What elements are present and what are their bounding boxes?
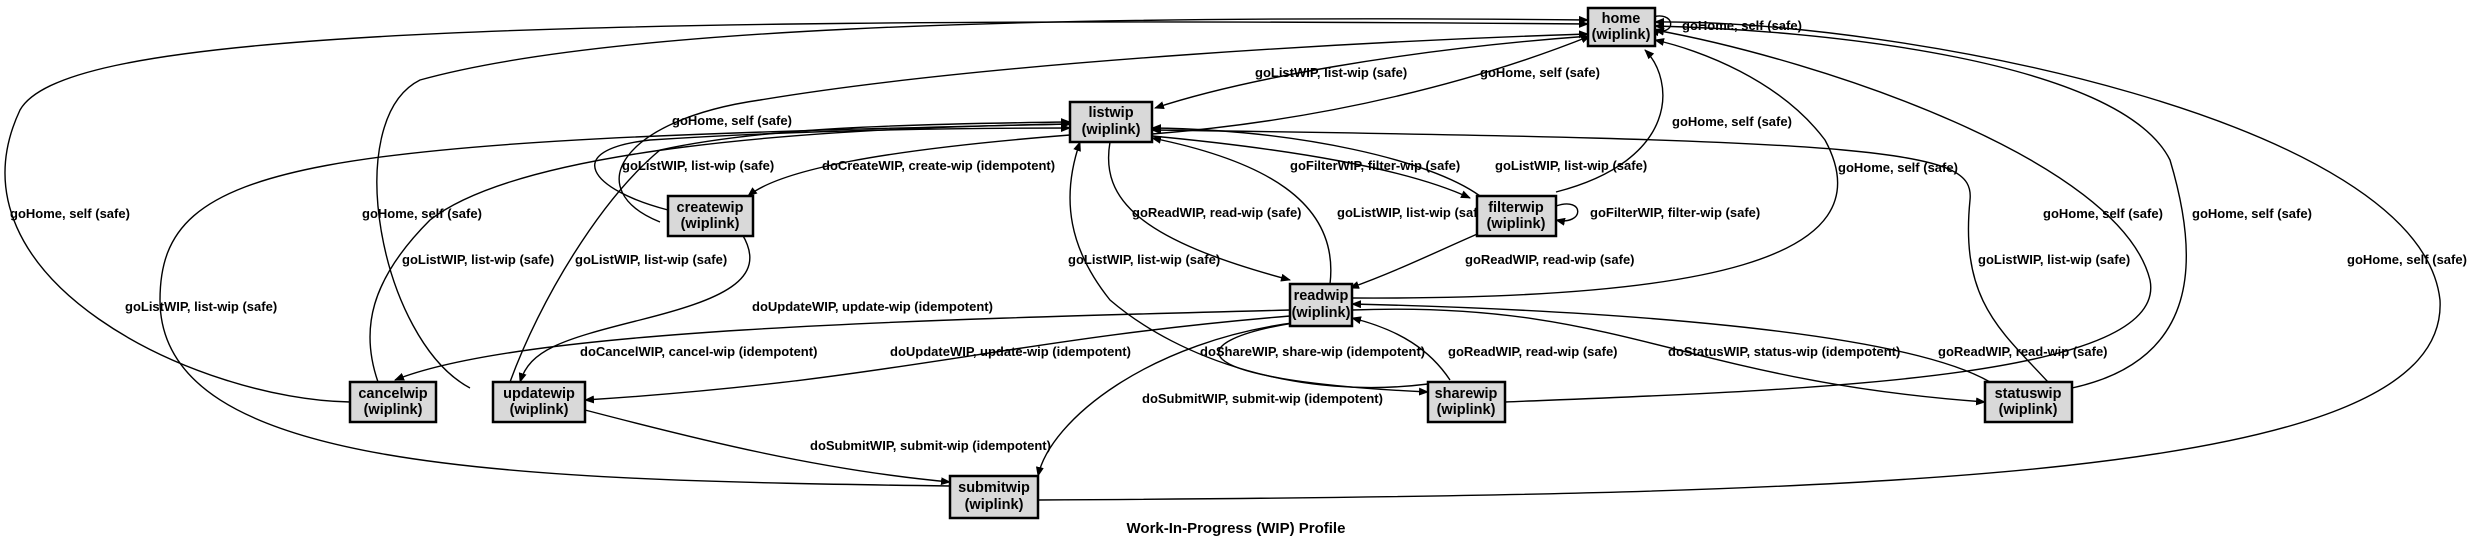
edge-label: goListWIP, list-wip (safe) [1495, 158, 1647, 173]
edge-createwip-to-updatewip[interactable]: doUpdateWIP, update-wip (idempotent) [518, 233, 993, 383]
edge-label: goListWIP, list-wip (safe) [1978, 252, 2130, 267]
edge-label: goHome, self (safe) [1672, 114, 1792, 129]
node-type: (wiplink) [1999, 402, 2058, 418]
edge-label: doCancelWIP, cancel-wip (idempotent) [580, 344, 817, 359]
node-name: listwip [1088, 105, 1133, 121]
edge-label: goHome, self (safe) [362, 206, 482, 221]
edge-label: goListWIP, list-wip (safe) [575, 252, 727, 267]
node-home[interactable]: home (wiplink) [1586, 6, 1657, 48]
edge-updatewip-to-submitwip[interactable]: doSubmitWIP, submit-wip (idempotent) [584, 409, 1051, 486]
edge-filterwip-to-readwip[interactable]: goReadWIP, read-wip (safe) [1349, 231, 1635, 289]
edge-statuswip-to-listwip[interactable]: goListWIP, list-wip (safe) [1151, 126, 2130, 383]
edge-home-to-listwip[interactable]: goListWIP, list-wip (safe) [1154, 35, 1591, 109]
node-filterwip[interactable]: filterwip (wiplink) [1475, 194, 1558, 238]
edge-listwip-to-home[interactable]: goHome, self (safe) [1151, 35, 1600, 135]
node-name: createwip [677, 200, 744, 216]
node-type: (wiplink) [681, 216, 740, 232]
edge-label: goReadWIP, read-wip (safe) [1938, 344, 2108, 359]
edge-label: goHome, self (safe) [2347, 252, 2467, 267]
edge-label: goListWIP, list-wip (safe) [402, 252, 554, 267]
edge-readwip-to-home[interactable]: goHome, self (safe) [1349, 38, 1958, 299]
edges: goHome, self (safe) goListWIP, list-wip … [4, 15, 2467, 501]
edge-label: goFilterWIP, filter-wip (safe) [1590, 205, 1760, 220]
node-submitwip[interactable]: submitwip (wiplink) [948, 474, 1040, 520]
edge-readwip-to-sharewip[interactable]: doShareWIP, share-wip (idempotent) [1200, 321, 1429, 396]
node-type: (wiplink) [510, 402, 569, 418]
edge-label: goHome, self (safe) [1480, 65, 1600, 80]
node-type: (wiplink) [1082, 122, 1141, 138]
node-type: (wiplink) [1592, 27, 1651, 43]
node-name: readwip [1294, 288, 1349, 304]
edge-readwip-to-statuswip[interactable]: doStatusWIP, status-wip (idempotent) [1351, 308, 1986, 406]
edge-label: goHome, self (safe) [672, 113, 792, 128]
edge-label: goListWIP, list-wip (safe) [622, 158, 774, 173]
nodes: home (wiplink) listwip (wiplink) createw… [348, 6, 2074, 520]
edge-label: doSubmitWIP, submit-wip (idempotent) [1142, 391, 1383, 406]
node-name: sharewip [1435, 386, 1498, 402]
node-name: statuswip [1995, 386, 2062, 402]
node-name: home [1602, 11, 1641, 27]
node-type: (wiplink) [364, 402, 423, 418]
node-name: updatewip [503, 386, 575, 402]
edge-label: goHome, self (safe) [1838, 160, 1958, 175]
edge-label: goHome, self (safe) [1682, 18, 1802, 33]
edge-listwip-to-createwip[interactable]: doCreateWIP, create-wip (idempotent) [747, 134, 1071, 197]
node-type: (wiplink) [965, 497, 1024, 513]
node-type: (wiplink) [1437, 402, 1496, 418]
edge-label: goFilterWIP, filter-wip (safe) [1290, 158, 1460, 173]
edge-label: goListWIP, list-wip (safe) [1068, 252, 1220, 267]
edge-label: goReadWIP, read-wip (safe) [1465, 252, 1635, 267]
edge-label: doSubmitWIP, submit-wip (idempotent) [810, 438, 1051, 453]
edge-sharewip-to-readwip[interactable]: goReadWIP, read-wip (safe) [1351, 316, 1618, 381]
node-type: (wiplink) [1292, 305, 1351, 321]
edge-cancelwip-to-home[interactable]: goHome, self (safe) [4, 19, 1589, 403]
edge-label: doStatusWIP, status-wip (idempotent) [1668, 344, 1900, 359]
edge-readwip-to-updatewip[interactable]: doUpdateWIP, update-wip (idempotent) [584, 315, 1291, 404]
edge-readwip-to-cancelwip[interactable]: doCancelWIP, cancel-wip (idempotent) [394, 309, 1291, 381]
edge-home-self[interactable]: goHome, self (safe) [1649, 15, 1802, 37]
node-name: submitwip [958, 480, 1030, 496]
edge-label: doUpdateWIP, update-wip (idempotent) [890, 344, 1131, 359]
edge-sharewip-to-home[interactable]: goHome, self (safe) [1504, 27, 2163, 403]
diagram-title: Work-In-Progress (WIP) Profile [1127, 520, 1346, 537]
edge-cancelwip-to-listwip[interactable]: goListWIP, list-wip (safe) [369, 120, 1071, 383]
edge-updatewip-to-listwip[interactable]: goListWIP, list-wip (safe) [509, 118, 1071, 383]
edge-label: doShareWIP, share-wip (idempotent) [1200, 344, 1425, 359]
edge-statuswip-to-readwip[interactable]: goReadWIP, read-wip (safe) [1351, 300, 2108, 383]
node-updatewip[interactable]: updatewip (wiplink) [491, 380, 587, 424]
edge-readwip-to-listwip[interactable]: goListWIP, list-wip (safe) [1151, 135, 1489, 285]
edge-label: goReadWIP, read-wip (safe) [1132, 205, 1302, 220]
node-statuswip[interactable]: statuswip (wiplink) [1983, 380, 2074, 424]
node-readwip[interactable]: readwip (wiplink) [1288, 282, 1354, 328]
edge-label: goListWIP, list-wip (safe) [1255, 65, 1407, 80]
edge-listwip-to-filterwip[interactable]: goFilterWIP, filter-wip (safe) [1151, 135, 1471, 199]
edge-filterwip-to-home[interactable]: goHome, self (safe) [1555, 49, 1792, 193]
node-name: filterwip [1488, 200, 1544, 216]
edge-filterwip-self[interactable]: goFilterWIP, filter-wip (safe) [1555, 203, 1760, 226]
node-sharewip[interactable]: sharewip (wiplink) [1426, 380, 1507, 424]
edge-submitwip-to-home[interactable]: goHome, self (safe) [1037, 17, 2467, 501]
edge-label: goListWIP, list-wip (safe) [125, 299, 277, 314]
edge-label: goHome, self (safe) [10, 206, 130, 221]
edge-label: goReadWIP, read-wip (safe) [1448, 344, 1618, 359]
node-type: (wiplink) [1487, 216, 1546, 232]
edge-submitwip-to-listwip[interactable]: goListWIP, list-wip (safe) [125, 120, 1071, 487]
edge-listwip-to-readwip[interactable]: goReadWIP, read-wip (safe) [1107, 141, 1302, 282]
node-createwip[interactable]: createwip (wiplink) [666, 194, 755, 238]
node-cancelwip[interactable]: cancelwip (wiplink) [348, 380, 438, 424]
edge-statuswip-to-home[interactable]: goHome, self (safe) [1654, 22, 2312, 389]
edge-label: goHome, self (safe) [2043, 206, 2163, 221]
edge-label: goHome, self (safe) [2192, 206, 2312, 221]
edge-updatewip-to-home[interactable]: goHome, self (safe) [362, 15, 1589, 389]
edge-label: doUpdateWIP, update-wip (idempotent) [752, 299, 993, 314]
edge-label: goListWIP, list-wip (safe) [1337, 205, 1489, 220]
edge-readwip-to-submitwip[interactable]: doSubmitWIP, submit-wip (idempotent) [1035, 321, 1383, 477]
edge-createwip-to-listwip[interactable]: goListWIP, list-wip (safe) [594, 124, 1071, 211]
node-name: cancelwip [358, 386, 427, 402]
edge-label: doCreateWIP, create-wip (idempotent) [822, 158, 1055, 173]
node-listwip[interactable]: listwip (wiplink) [1068, 100, 1154, 144]
edge-createwip-to-home[interactable]: goHome, self (safe) [618, 30, 1589, 223]
